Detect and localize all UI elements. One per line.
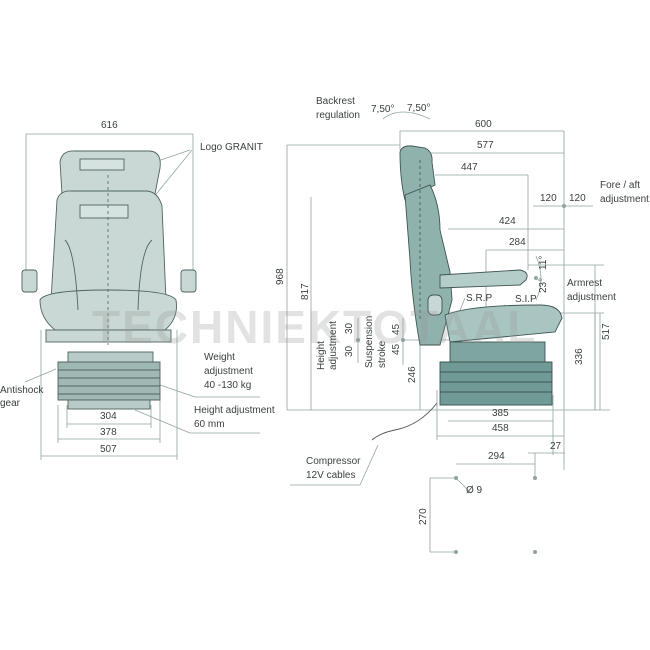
fore-aft-label-line1: Fore / aft xyxy=(600,180,641,191)
fore-aft-label-line2: adjustment xyxy=(600,194,649,205)
armrest-label-line1: Armrest xyxy=(567,278,602,289)
mount-hole-diameter: Ø 9 xyxy=(466,485,483,496)
dim-458: 458 xyxy=(492,423,509,434)
height-adj-label-line1: Height xyxy=(316,341,327,370)
dim-base-507: 507 xyxy=(100,444,117,455)
dim-base-378: 378 xyxy=(100,427,117,438)
dim-width-top: 616 xyxy=(101,120,118,131)
watermark: TECHNIEKTOTAAL xyxy=(92,301,538,353)
dim-517: 517 xyxy=(601,323,612,340)
height-adj-down: 30 xyxy=(344,345,355,357)
weight-adjustment-range: 40 -130 kg xyxy=(204,380,252,391)
dim-817: 817 xyxy=(300,283,311,300)
dim-284: 284 xyxy=(509,237,526,248)
backrest-regulation-line2: regulation xyxy=(316,110,360,121)
armrest-angle-down: 23° xyxy=(538,277,549,293)
dim-424: 424 xyxy=(499,216,516,227)
dim-27: 27 xyxy=(550,441,562,452)
weight-adjustment-line2: adjustment xyxy=(204,366,253,377)
sip-label: S.I.P xyxy=(515,294,537,305)
suspension-down: 45 xyxy=(391,343,402,355)
dim-base-304: 304 xyxy=(100,411,117,422)
dim-385: 385 xyxy=(492,408,509,419)
height-adjustment-label: Height adjustment xyxy=(194,405,275,416)
logo-label: Logo GRANIT xyxy=(200,142,263,153)
backrest-regulation-line1: Backrest xyxy=(316,96,355,107)
armrest-label-line2: adjustment xyxy=(567,292,616,303)
dim-600: 600 xyxy=(475,119,492,130)
compressor-line1: Compressor xyxy=(306,456,361,467)
weight-adjustment-line1: Weight xyxy=(204,352,235,363)
mount-dim-294: 294 xyxy=(488,451,505,462)
suspension-label-line1: Suspension xyxy=(364,315,375,368)
dim-968: 968 xyxy=(275,268,286,285)
fore-aft-back: 120 xyxy=(540,193,557,204)
mount-dim-270: 270 xyxy=(418,508,429,525)
height-adjustment-value: 60 mm xyxy=(194,419,225,430)
suspension-label-line2: stroke xyxy=(377,340,388,368)
antishock-line2: gear xyxy=(0,398,21,409)
backrest-angle-forward: 7,50° xyxy=(407,103,431,114)
compressor-line2: 12V cables xyxy=(306,470,356,481)
antishock-line1: Antishock xyxy=(0,385,44,396)
armrest-angle-up: 11° xyxy=(538,255,549,270)
dim-246: 246 xyxy=(407,366,418,383)
height-adj-label-line2: adjustment xyxy=(328,321,339,370)
dim-336: 336 xyxy=(574,348,585,365)
dim-447: 447 xyxy=(461,162,478,173)
srp-label: S.R.P xyxy=(466,293,493,304)
dim-577: 577 xyxy=(477,140,494,151)
height-adj-up: 30 xyxy=(344,322,355,334)
backrest-angle-back: 7,50° xyxy=(371,104,395,115)
fore-aft-forward: 120 xyxy=(569,193,586,204)
suspension-up: 45 xyxy=(391,323,402,335)
